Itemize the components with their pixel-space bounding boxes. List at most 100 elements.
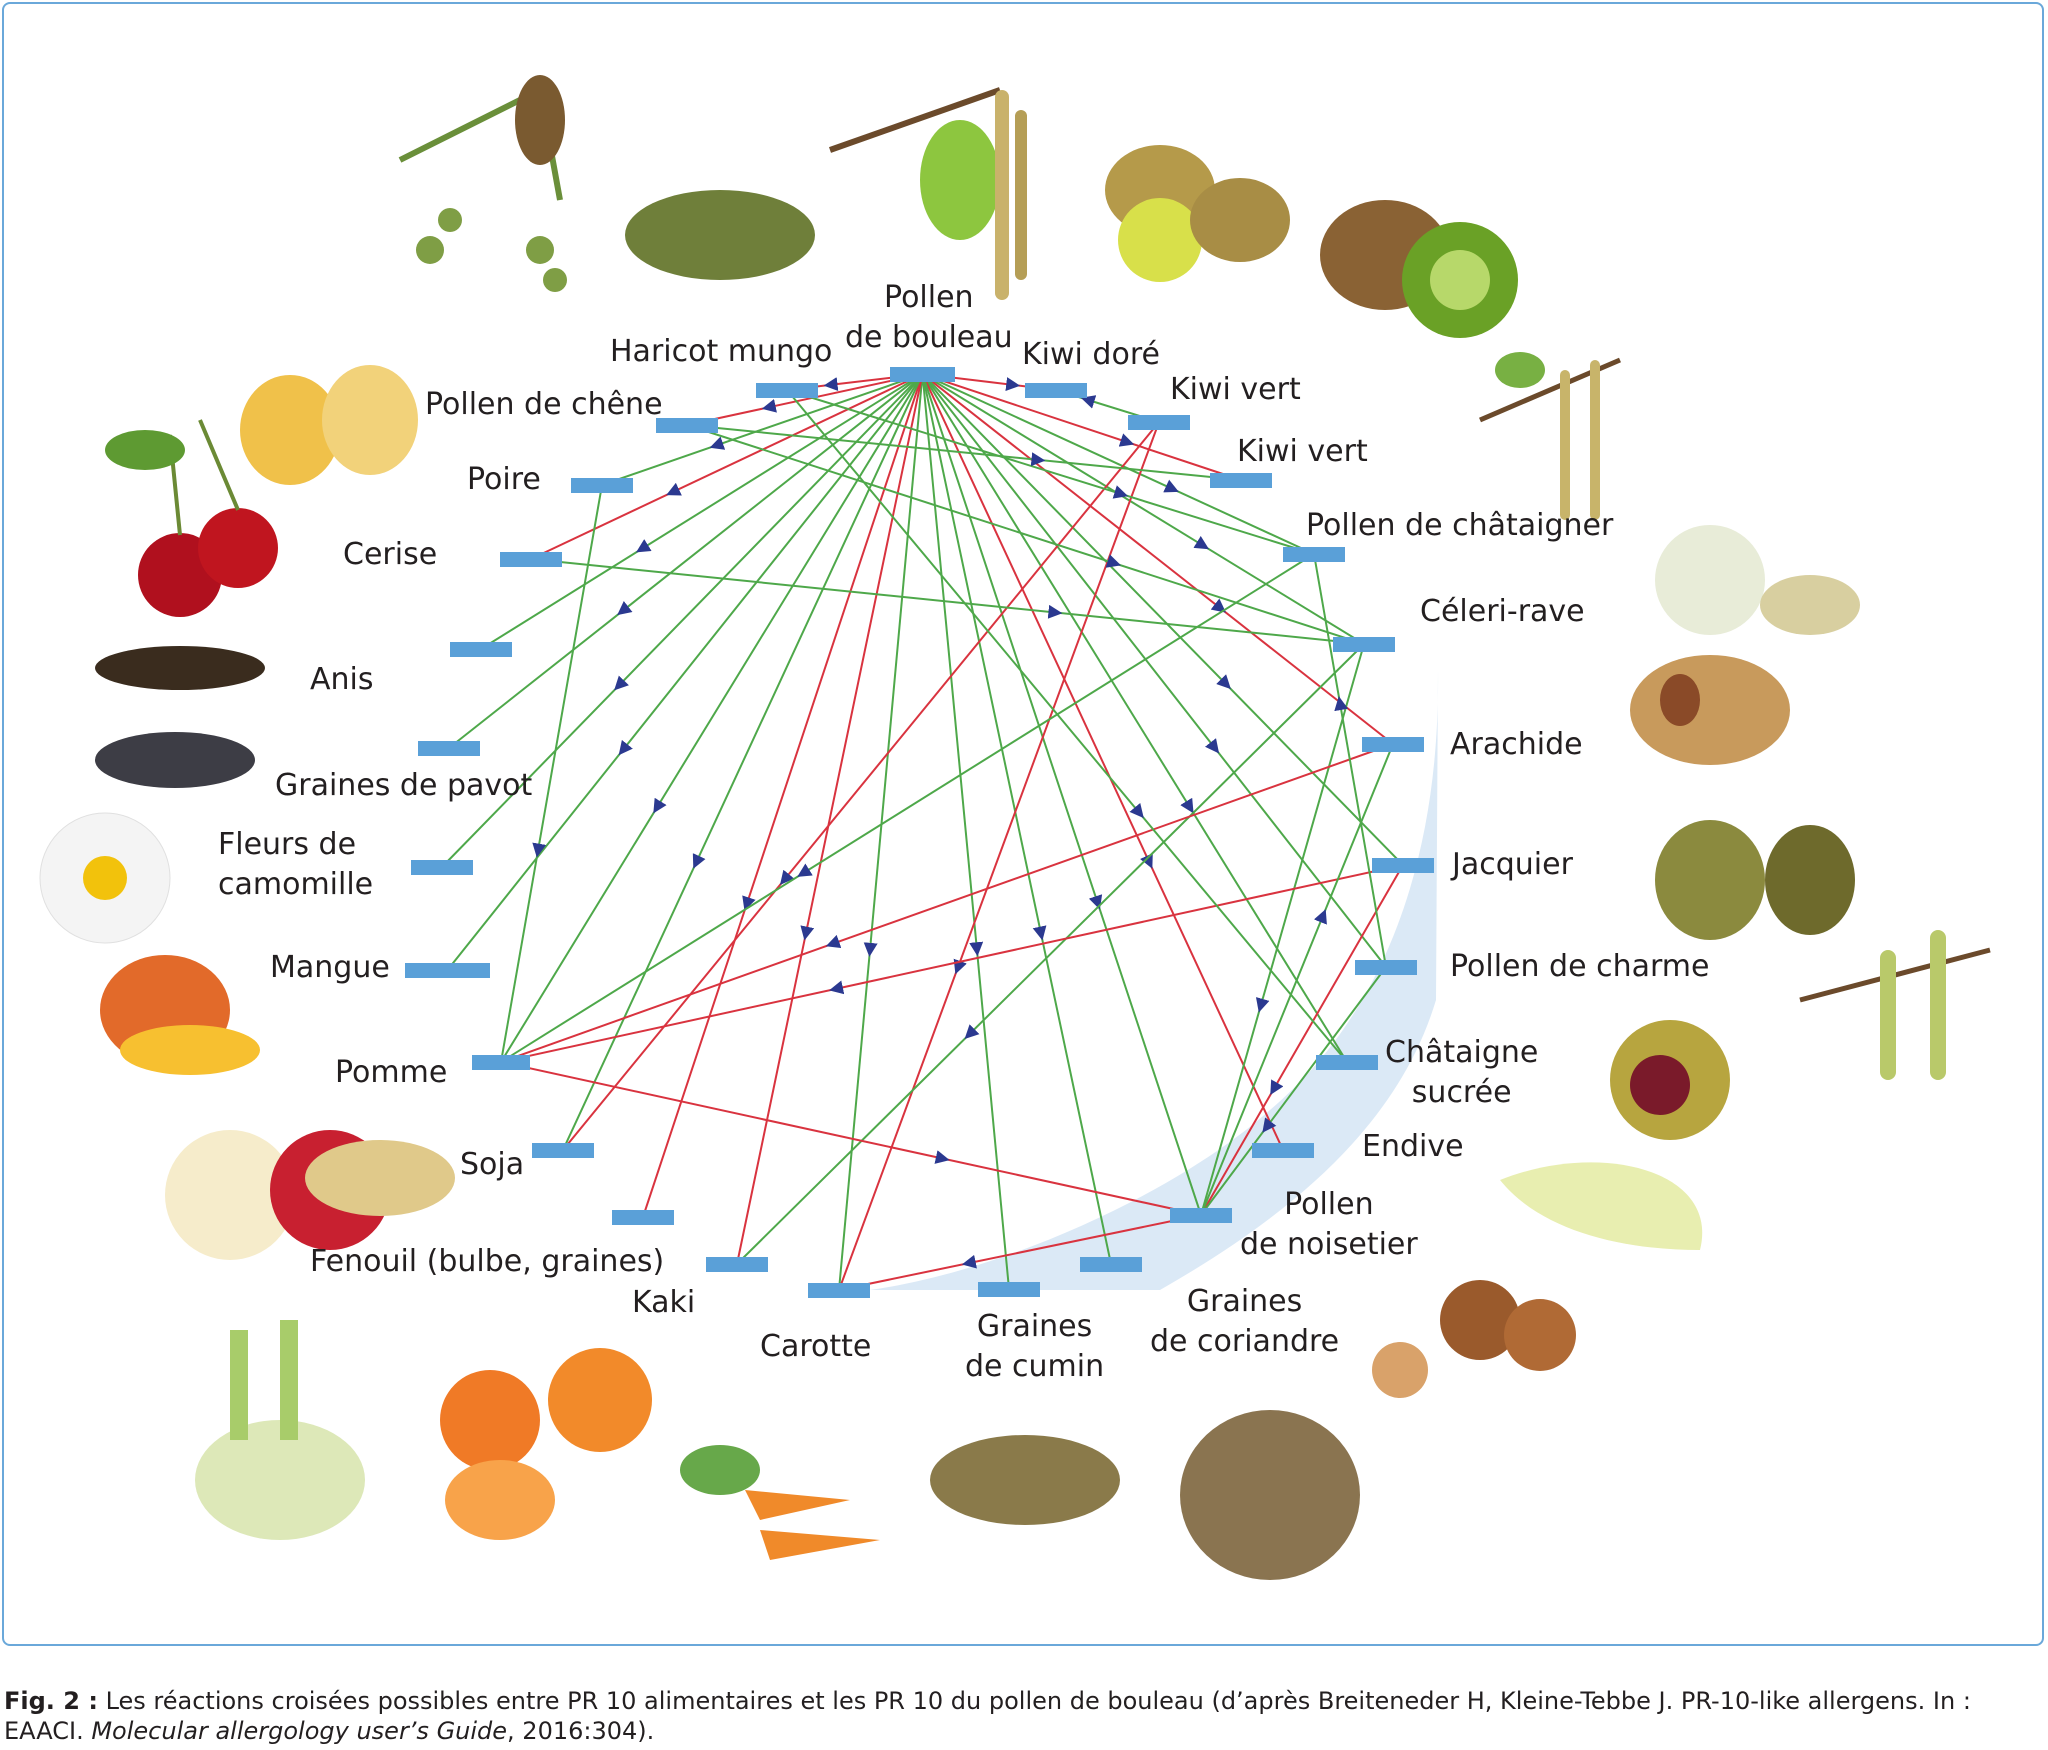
persimmon-icon <box>440 1348 652 1540</box>
edge-pollen-bouleau-to-cerise <box>530 373 923 560</box>
node-label-kiwi-vert-2: Kiwi vert <box>1237 434 1368 469</box>
carrots-icon <box>680 1445 880 1560</box>
chestnut-tree-catkin-icon <box>1479 352 1621 520</box>
cumin-seeds-icon <box>930 1435 1120 1525</box>
node-label-anis: Anis <box>310 662 374 697</box>
node-bar-kiwi-vert-1 <box>1128 415 1190 430</box>
node-label-fenouil: Fenouil (bulbe, graines) <box>310 1244 665 1279</box>
edge-cerise-to-celeri-rave <box>530 558 1365 645</box>
hazelnuts-icon <box>1372 1280 1576 1398</box>
edge-pollen-bouleau-to-graines-coriandre <box>921 373 1112 1265</box>
edge-pollen-bouleau-to-graines-cumin <box>921 373 1010 1290</box>
edge-celeri-rave-to-pollen-noisetier <box>1200 643 1365 1216</box>
node-bar-graines-coriandre <box>1080 1257 1142 1272</box>
edge-pollen-chataigner-to-pomme <box>500 553 1315 1063</box>
node-bar-chataigne-sucree <box>1316 1055 1378 1070</box>
node-label-graines-coriandre: Graines de coriandre <box>1150 1284 1340 1359</box>
node-label-kiwi-dore: Kiwi doré <box>1022 337 1160 372</box>
node-bar-endive <box>1252 1143 1314 1158</box>
node-bar-haricot-mungo <box>756 383 818 398</box>
edge-pollen-bouleau-to-mangue <box>446 373 924 971</box>
node-bar-poire <box>571 478 633 493</box>
node-label-jacquier: Jacquier <box>1452 847 1573 882</box>
edge-pollen-bouleau-to-pomme <box>500 373 924 1063</box>
pear-icon <box>240 365 418 485</box>
chamomile-icon <box>39 812 171 944</box>
edge-pollen-bouleau-to-endive <box>921 373 1284 1151</box>
edge-pollen-bouleau-to-soja <box>562 373 924 1151</box>
node-bar-pollen-charme <box>1355 960 1417 975</box>
peanuts-icon <box>1630 655 1790 765</box>
soybeans-icon <box>305 1140 455 1216</box>
hornbeam-catkin-icon <box>1799 930 1991 1080</box>
node-label-camomille: Fleurs de camomille <box>218 827 374 902</box>
node-bar-jacquier <box>1372 858 1434 873</box>
illustrations <box>39 75 1991 1580</box>
edge-pollen-bouleau-to-pollen-noisetier <box>921 373 1202 1216</box>
node-bar-graines-pavot <box>418 741 480 756</box>
edge-pollen-charme-to-pollen-chataigner <box>1313 553 1387 968</box>
node-label-pollen-bouleau: Pollen de bouleau <box>845 280 1013 355</box>
node-label-graines-cumin: Graines de cumin <box>965 1309 1105 1384</box>
node-label-kiwi-vert-1: Kiwi vert <box>1170 372 1301 407</box>
node-label-pollen-chataigner: Pollen de châtaigner <box>1306 508 1614 543</box>
edge-pollen-chene-to-kiwi-vert-2 <box>686 424 1242 481</box>
node-bar-soja <box>532 1143 594 1158</box>
edge-pollen-noisetier-to-carotte <box>838 1214 1202 1291</box>
edge-celeri-rave-to-kaki <box>736 643 1365 1265</box>
cherries-icon <box>105 419 278 617</box>
golden-kiwi-icon <box>1105 145 1290 282</box>
anise-seeds-icon <box>95 646 265 690</box>
node-label-mangue: Mangue <box>270 950 390 985</box>
edge-pollen-charme-to-pollen-noisetier <box>1200 966 1387 1216</box>
edge-pollen-noisetier-to-arachide <box>1200 743 1394 1216</box>
node-bar-cerise <box>500 552 562 567</box>
mango-icon <box>100 955 260 1075</box>
node-label-arachide: Arachide <box>1450 727 1583 762</box>
node-bars <box>405 367 1434 1298</box>
edge-jacquier-to-pomme <box>500 864 1404 1063</box>
edge-pollen-chene-to-celeri-rave <box>686 424 1365 645</box>
edge-arachide-to-pomme <box>500 743 1394 1063</box>
coriander-seeds-icon <box>1180 1410 1360 1580</box>
edge-pollen-bouleau-to-pollen-charme <box>921 373 1387 968</box>
node-label-haricot-mungo: Haricot mungo <box>610 334 833 369</box>
figure-caption: Fig. 2 : Les réactions croisées possible… <box>4 1686 2044 1746</box>
sweet-chestnut-icon <box>1610 1020 1730 1140</box>
edge-pomme-to-pollen-noisetier <box>500 1061 1202 1216</box>
edge-pollen-bouleau-to-fenouil <box>642 373 924 1218</box>
edge-pollen-bouleau-to-pollen-chene <box>686 373 923 426</box>
node-bar-graines-cumin <box>978 1282 1040 1297</box>
node-label-pollen-noisetier: Pollen de noisetier <box>1240 1187 1418 1262</box>
node-label-cerise: Cerise <box>343 537 438 572</box>
edge-pollen-bouleau-to-kaki <box>736 373 924 1265</box>
jackfruit-icon <box>1655 820 1855 940</box>
node-bar-pollen-bouleau <box>890 367 955 382</box>
edge-jacquier-to-pollen-noisetier <box>1200 864 1404 1216</box>
caption-source-end: , 2016:304). <box>507 1717 655 1745</box>
caption-text: Les réactions croisées possibles entre P… <box>4 1687 1971 1745</box>
node-label-carotte: Carotte <box>760 1329 872 1364</box>
node-label-poire: Poire <box>467 462 541 497</box>
node-bar-camomille <box>411 860 473 875</box>
edge-pollen-bouleau-to-arachide <box>921 373 1394 745</box>
caption-source: Molecular allergology user’s Guide <box>91 1717 508 1745</box>
green-kiwi-icon <box>1320 200 1518 338</box>
node-bar-celeri-rave <box>1333 637 1395 652</box>
node-bar-anis <box>450 642 512 657</box>
node-bar-pollen-chene <box>656 418 718 433</box>
edge-kiwi-vert-1-to-soja <box>562 421 1160 1151</box>
node-bar-pollen-chataigner <box>1283 547 1345 562</box>
mung-beans-icon <box>625 190 815 280</box>
node-label-kaki: Kaki <box>632 1285 696 1320</box>
node-label-pollen-charme: Pollen de charme <box>1450 949 1710 984</box>
edge-pollen-bouleau-to-pollen-chataigner <box>922 373 1315 555</box>
node-label-endive: Endive <box>1362 1129 1464 1164</box>
node-label-graines-pavot: Graines de pavot <box>275 768 533 803</box>
edge-haricot-mungo-to-pollen-chataigner <box>786 389 1315 555</box>
node-bar-carotte <box>808 1283 870 1298</box>
edge-pollen-bouleau-to-anis <box>480 373 924 650</box>
birch-catkin-icon <box>829 87 1027 300</box>
endive-icon <box>1500 1162 1703 1250</box>
